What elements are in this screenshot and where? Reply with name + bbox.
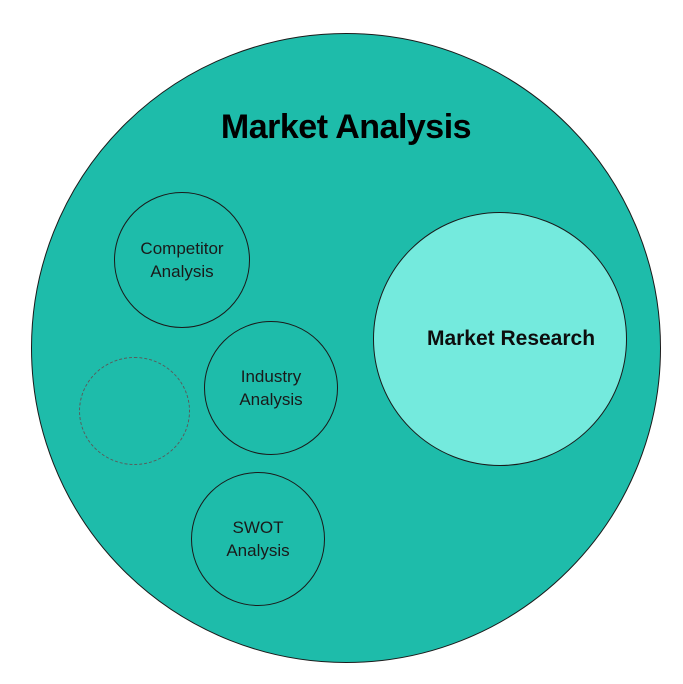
circle-empty-placeholder bbox=[79, 357, 190, 465]
circle-label-industry-analysis: Industry Analysis bbox=[239, 366, 303, 409]
circle-label-swot-analysis: SWOT Analysis bbox=[226, 517, 290, 560]
circle-swot-analysis: SWOT Analysis bbox=[191, 472, 325, 606]
circle-market-research: Market Research bbox=[373, 212, 627, 466]
circle-industry-analysis: Industry Analysis bbox=[204, 321, 338, 455]
diagram-title: Market Analysis bbox=[220, 108, 472, 146]
circle-label-market-research: Market Research bbox=[426, 327, 596, 350]
circle-competitor-analysis: Competitor Analysis bbox=[114, 192, 250, 328]
circle-label-competitor-analysis: Competitor Analysis bbox=[140, 238, 224, 281]
